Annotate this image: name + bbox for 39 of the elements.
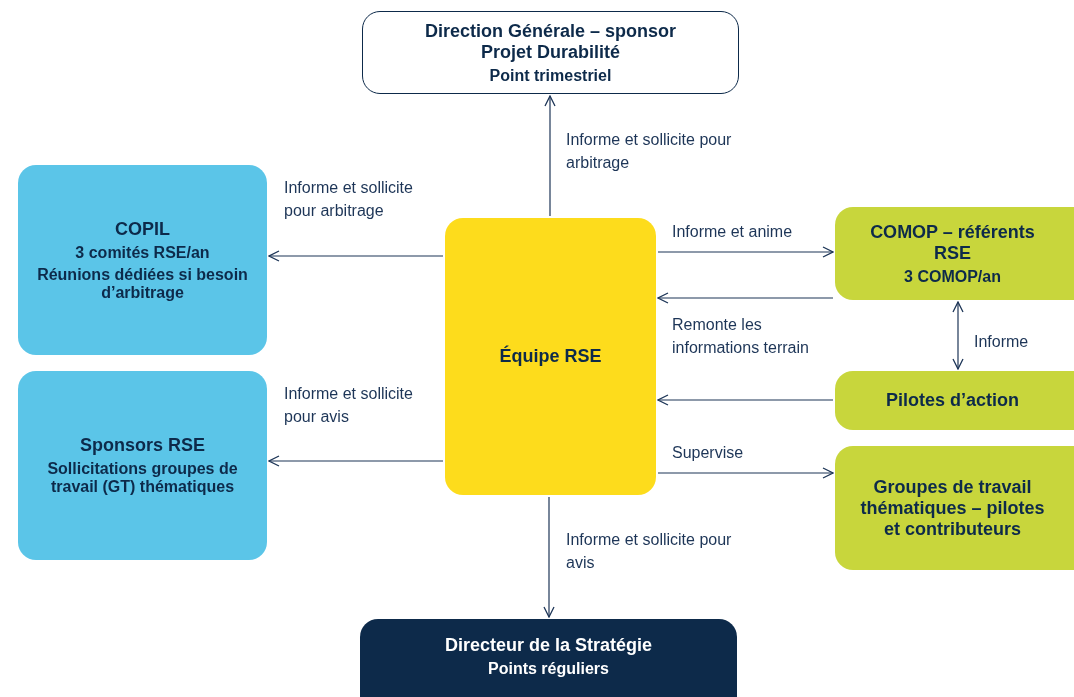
arrow	[657, 292, 834, 304]
node-title: Pilotes d’action	[886, 390, 1019, 411]
node-text: 3 COMOP/an	[904, 267, 1001, 286]
edge-label: Informe et sollicite pour avis	[284, 384, 414, 428]
arrow	[544, 95, 556, 217]
arrow	[952, 301, 964, 370]
edge-label: Informe et sollicite pour avis	[566, 530, 733, 574]
node-box	[18, 165, 267, 355]
edge-label: Informe et sollicite pour arbitrage	[284, 178, 414, 222]
node-text: Réunions dédiées si besoin d’arbitrage	[36, 265, 249, 302]
edge-label: Remonte les informations terrain	[672, 315, 810, 359]
node-box	[835, 446, 1074, 570]
arrow	[543, 496, 555, 618]
node-text: Point trimestriel	[489, 66, 612, 85]
arrow	[268, 250, 444, 262]
arrow	[657, 394, 834, 406]
node-title: Équipe RSE	[499, 346, 602, 367]
edge-label: Supervise	[672, 443, 745, 463]
node-box	[835, 371, 1074, 430]
edge-label: Informe et sollicite pour arbitrage	[566, 130, 733, 174]
node-title: Direction Générale – sponsor Projet Durabilité	[423, 20, 678, 63]
node-box	[362, 11, 739, 94]
node-text: Sollicitations groupes de travail (GT) thématiques	[46, 460, 239, 496]
node-text: 3 comités RSE/an	[75, 243, 210, 262]
node-title: COPIL	[115, 218, 170, 240]
node-box	[360, 619, 737, 697]
node-title: COMOP – référents RSE	[869, 221, 1036, 264]
node-box	[18, 371, 267, 560]
node-text: Points réguliers	[488, 660, 609, 678]
arrow	[657, 246, 834, 258]
arrow	[657, 467, 834, 479]
edge-label: Informe	[974, 332, 1030, 352]
edge-label: Informe et anime	[672, 222, 794, 242]
node-title: Groupes de travail thématiques – pilotes et contributeurs	[859, 476, 1046, 540]
arrow	[268, 455, 444, 467]
node-box	[445, 218, 656, 495]
node-title: Directeur de la Stratégie	[444, 635, 653, 656]
node-title: Sponsors RSE	[80, 435, 205, 456]
node-box	[835, 207, 1074, 300]
